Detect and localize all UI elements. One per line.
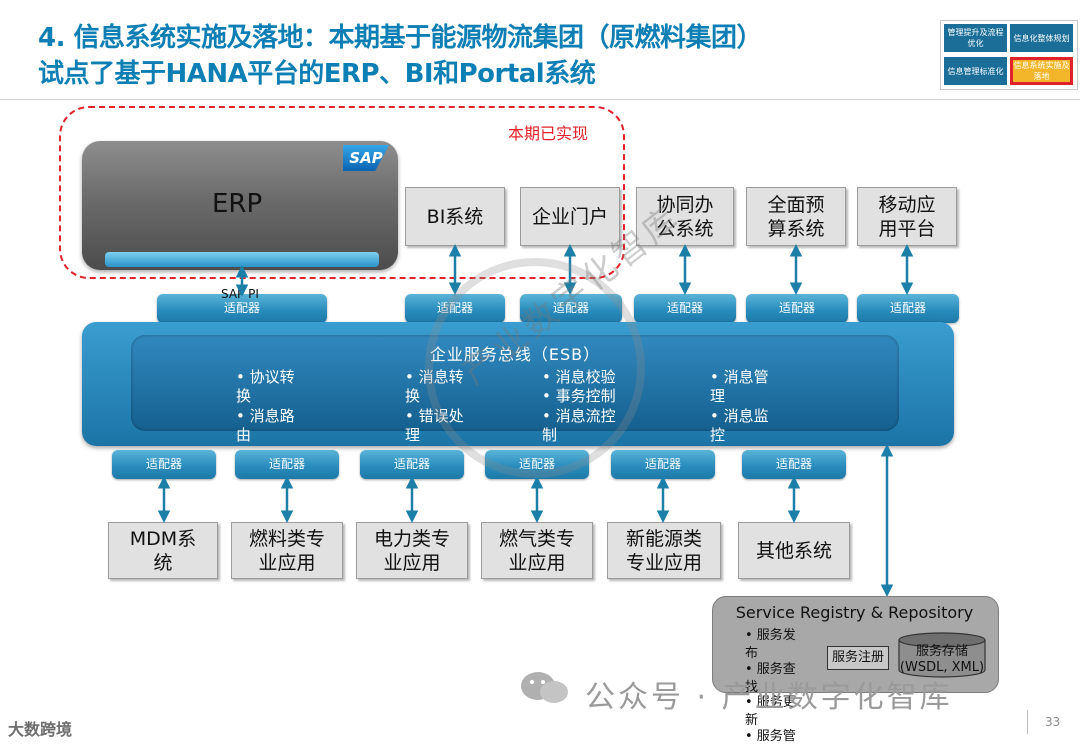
new-energy-app-box: 新能源类专业应用 (607, 522, 721, 579)
realized-label: 本期已实现 (508, 124, 589, 143)
adapter-label: 适配器 (223, 301, 260, 315)
header-divider (0, 99, 1080, 100)
oa-system-box: 协同办公系统 (636, 187, 734, 246)
section-nav-map: 管理提升及流程优化 信息化整体规划 信息管理标准化 信息系统实施及落地 (940, 20, 1078, 90)
title-line-2: 试点了基于HANA平台的ERP、BI和Portal系统 (38, 59, 596, 89)
erp-base-bar (105, 252, 379, 267)
title-line-1: 4. 信息系统实施及落地：本期基于能源物流集团（原燃料集团） (38, 23, 763, 53)
storage-name: 服务存储 (915, 644, 968, 659)
registry-item: • 服务发布 (745, 628, 796, 661)
registry-item: • 服务查找 (745, 662, 796, 695)
esb-feature: • 协议转换 (236, 368, 295, 405)
other-system-box: 其他系统 (738, 522, 850, 579)
page-number: 33 (1045, 715, 1061, 729)
mobile-platform-box: 移动应用平台 (857, 187, 957, 246)
erp-adapter: 适配器 (157, 294, 327, 323)
other-adapter: 适配器 (742, 450, 846, 479)
mdm-adapter: 适配器 (112, 450, 216, 479)
new-energy-adapter: 适配器 (611, 450, 715, 479)
oa-adapter: 适配器 (634, 294, 736, 323)
registry-item: • 服务更新 (745, 695, 796, 728)
nav-cell-process: 管理提升及流程优化 (944, 24, 1007, 52)
registry-item: • 服务管 (745, 729, 796, 744)
service-storage-label: 服务存储 (WSDL, XML) (897, 644, 987, 676)
budget-system-box: 全面预算系统 (746, 187, 846, 246)
wechat-watermark: 公众号 · 产业数字化智库 (585, 680, 953, 715)
mdm-system-box: MDM系统 (108, 522, 218, 579)
registry-title: Service Registry & Repository (735, 603, 974, 622)
page-number-divider (1027, 710, 1028, 734)
esb-feature: • 消息监控 (710, 407, 769, 444)
fuel-adapter: 适配器 (235, 450, 339, 479)
nav-cell-implementation: 信息系统实施及落地 (1010, 57, 1073, 85)
power-app-box: 电力类专业应用 (356, 522, 468, 579)
mobile-adapter: 适配器 (857, 294, 959, 323)
gas-app-box: 燃气类专业应用 (481, 522, 593, 579)
erp-label: ERP (212, 189, 263, 219)
nav-cell-planning: 信息化整体规划 (1010, 24, 1073, 52)
service-register-box: 服务注册 (827, 646, 889, 670)
realized-region (59, 106, 625, 279)
watermark-stamp (425, 258, 645, 478)
storage-cylinder-icon (898, 632, 986, 678)
esb-feature: • 消息路由 (236, 407, 295, 444)
brand-logo: 大数跨境 (8, 720, 73, 739)
storage-format: (WSDL, XML) (899, 660, 985, 675)
bi-system-box: BI系统 (405, 187, 505, 246)
page-title: 4. 信息系统实施及落地：本期基于能源物流集团（原燃料集团） 试点了基于HANA… (38, 20, 918, 92)
power-adapter: 适配器 (360, 450, 464, 479)
budget-adapter: 适配器 (746, 294, 848, 323)
nav-cell-standards: 信息管理标准化 (944, 57, 1007, 85)
wechat-icon (521, 672, 568, 703)
portal-box: 企业门户 (520, 187, 620, 246)
esb-feature: • 消息管理 (710, 368, 769, 405)
